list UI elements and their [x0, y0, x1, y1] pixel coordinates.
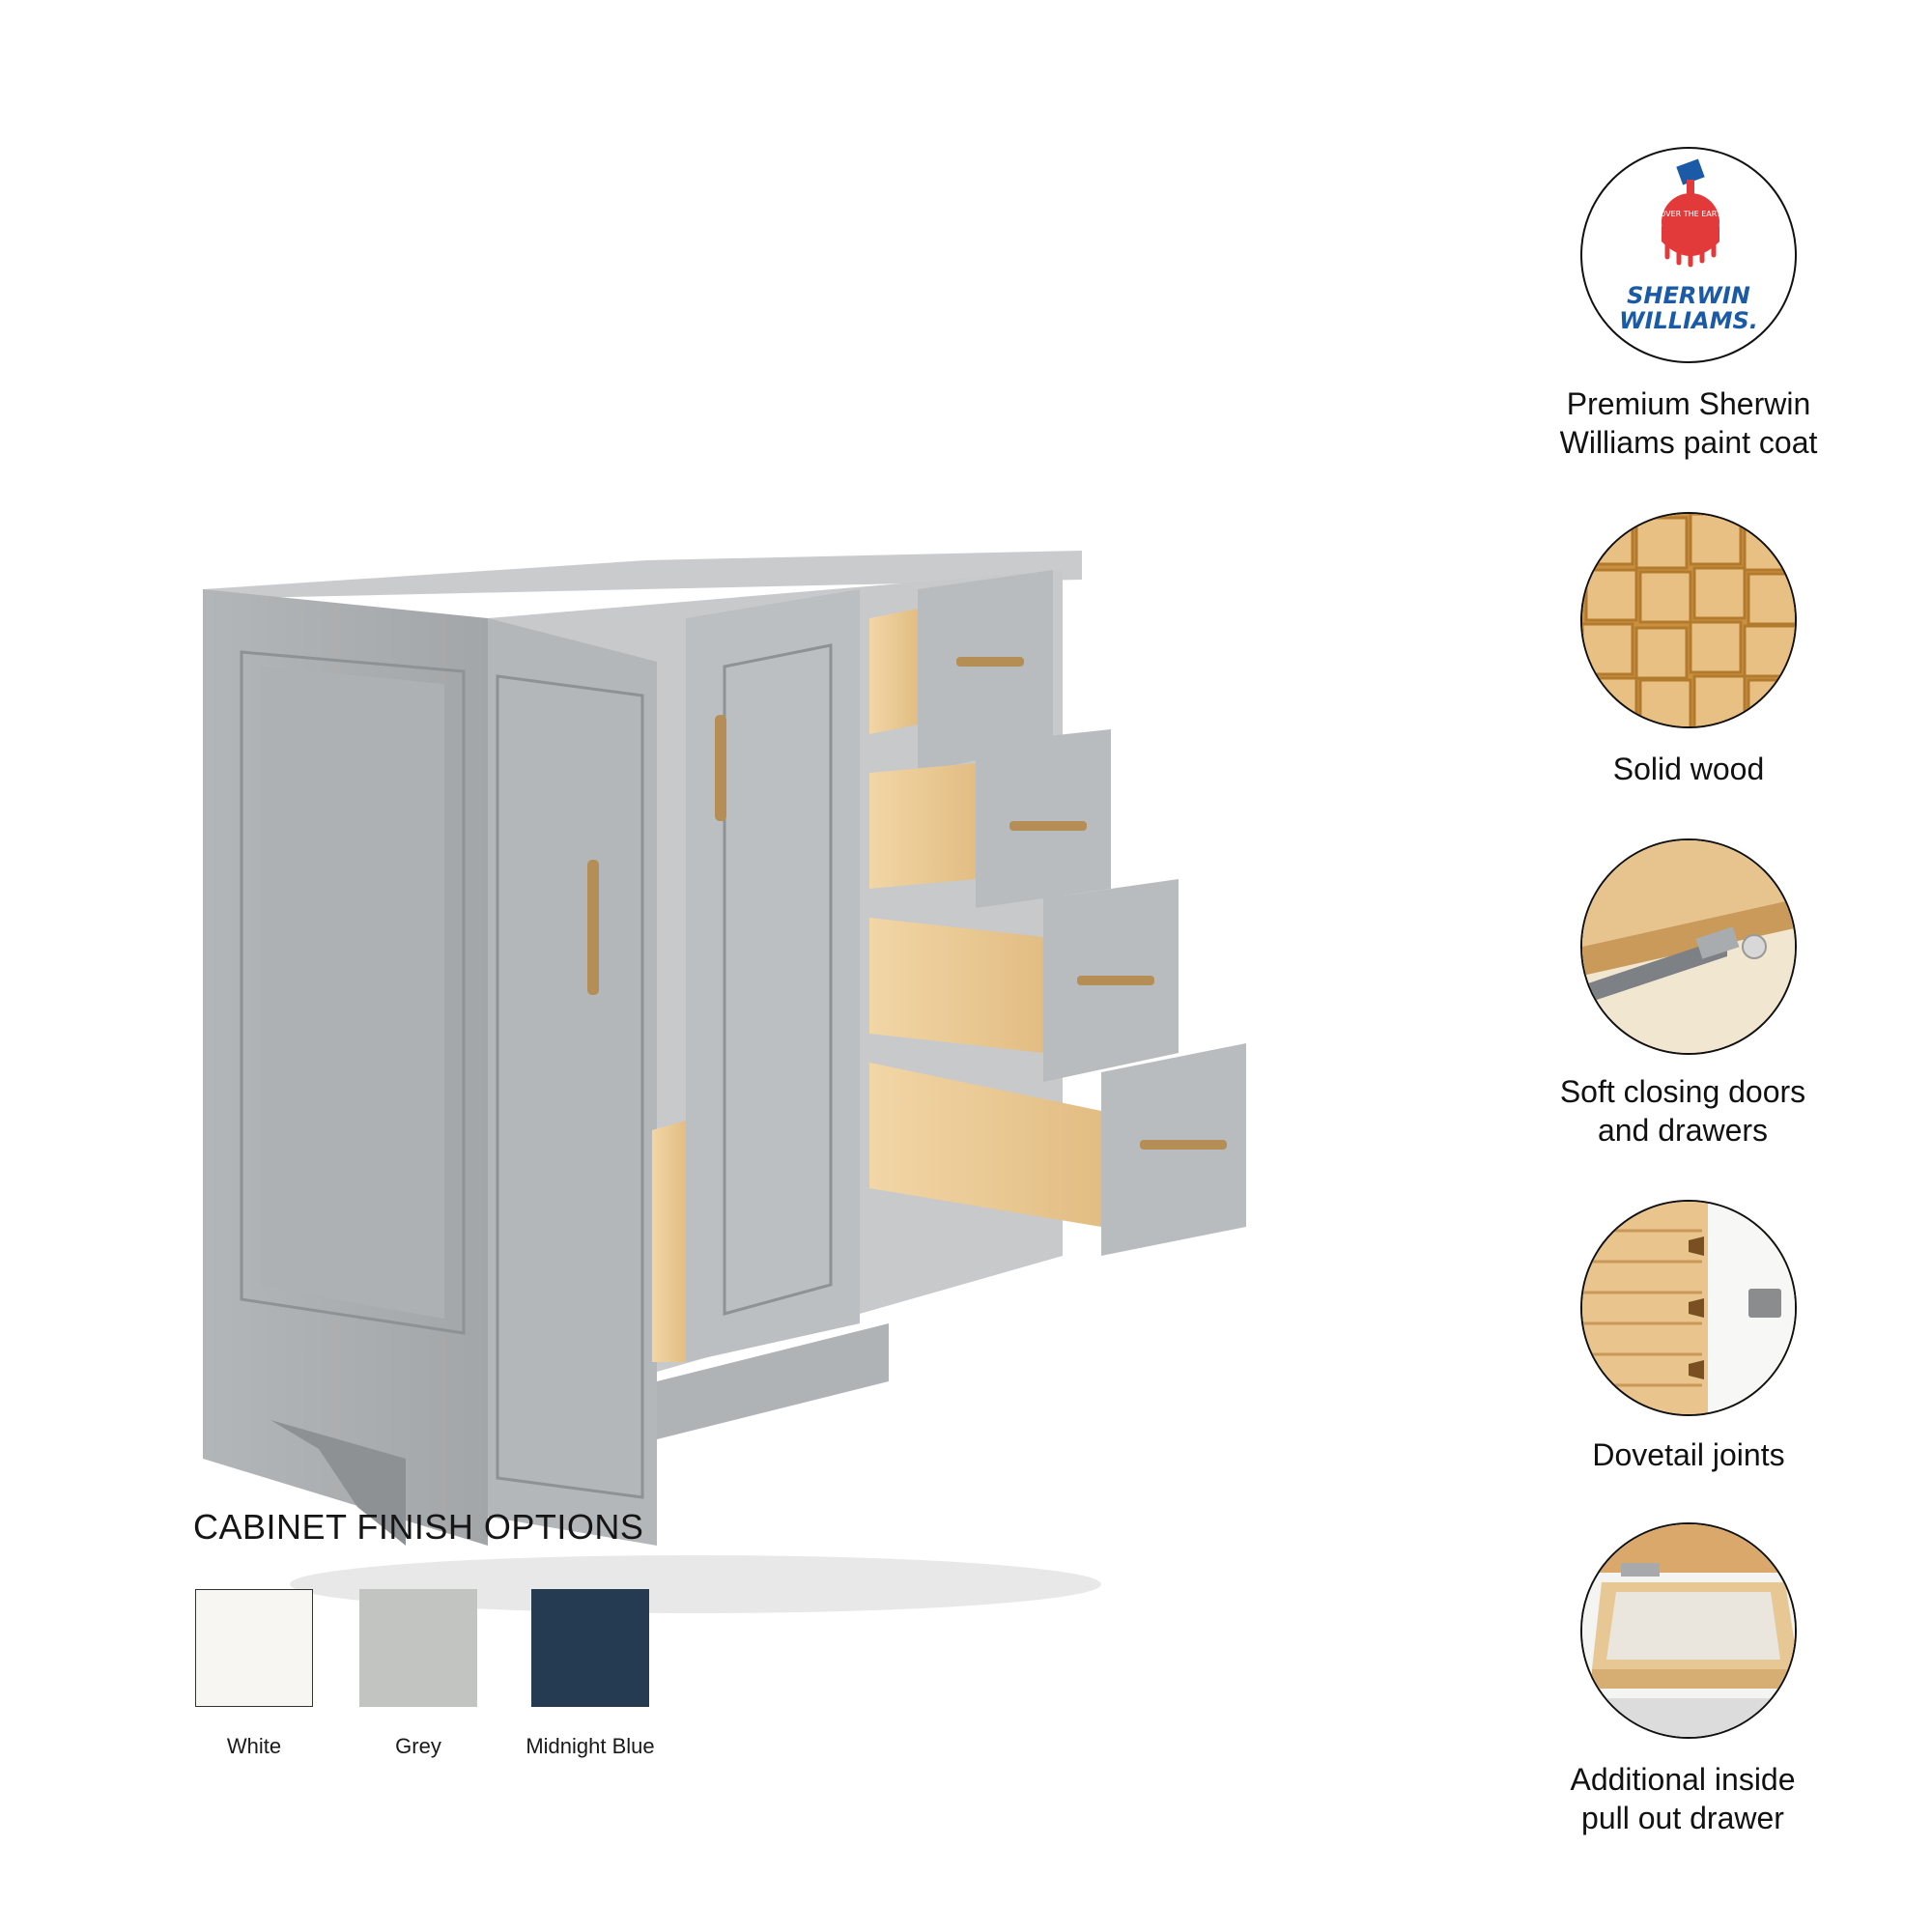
vanity-cabinet-image — [203, 551, 1246, 1613]
wood-blocks-icon — [1582, 514, 1795, 726]
swatch-grey[interactable] — [359, 1589, 477, 1707]
drawer-3 — [869, 879, 1179, 1082]
feature-label-sherwin-line1: Premium Sherwin — [1566, 386, 1811, 421]
feature-label-pull-out: Additional inside pull out drawer — [1509, 1760, 1857, 1837]
feature-label-pull-out-line1: Additional inside — [1570, 1762, 1796, 1797]
swatch-label-grey: Grey — [395, 1734, 441, 1758]
sherwin-williams-logo-icon: COVER THE EARTH — [1654, 158, 1727, 268]
feature-label-soft-closing: Soft closing doors and drawers — [1509, 1072, 1857, 1150]
product-image-area — [58, 164, 1468, 1613]
feature-label-solid-wood: Solid wood — [1515, 750, 1862, 788]
logo-line2: WILLIAMS. — [1619, 307, 1758, 334]
feature-label-solid-wood-line1: Solid wood — [1612, 752, 1765, 786]
feature-label-soft-closing-line2: and drawers — [1597, 1113, 1769, 1148]
swatch-midnight-blue[interactable] — [531, 1589, 649, 1707]
feature-label-soft-closing-line1: Soft closing doors — [1559, 1074, 1806, 1109]
drawer-4 — [869, 1043, 1246, 1256]
logo-globe-text: COVER THE EARTH — [1654, 210, 1726, 218]
dovetail-circle — [1580, 1200, 1797, 1416]
soft-closing-circle — [1580, 838, 1797, 1055]
swatch-white[interactable] — [195, 1589, 313, 1707]
swatch-label-midnight-blue: Midnight Blue — [526, 1734, 655, 1758]
drawer-1 — [869, 570, 1053, 773]
feature-label-pull-out-line2: pull out drawer — [1581, 1801, 1784, 1835]
drawer-slide-icon — [1582, 840, 1795, 1053]
feature-label-sherwin: Premium Sherwin Williams paint coat — [1515, 384, 1862, 462]
pull-out-drawer-circle — [1580, 1522, 1797, 1739]
feature-label-sherwin-line2: Williams paint coat — [1559, 425, 1818, 460]
sherwin-williams-logo-circle: COVER THE EARTH SHERWIN WILLIAMS. — [1580, 147, 1797, 363]
solid-wood-circle — [1580, 512, 1797, 728]
feature-label-dovetail-line1: Dovetail joints — [1592, 1437, 1785, 1472]
drawer-2 — [869, 729, 1111, 908]
feature-label-dovetail: Dovetail joints — [1515, 1435, 1862, 1474]
swatch-label-white: White — [226, 1734, 282, 1758]
finish-options-title: CABINET FINISH OPTIONS — [193, 1507, 644, 1547]
logo-line1: SHERWIN — [1627, 282, 1750, 309]
pull-out-drawer-icon — [1582, 1524, 1795, 1737]
dovetail-joint-icon — [1582, 1202, 1795, 1414]
